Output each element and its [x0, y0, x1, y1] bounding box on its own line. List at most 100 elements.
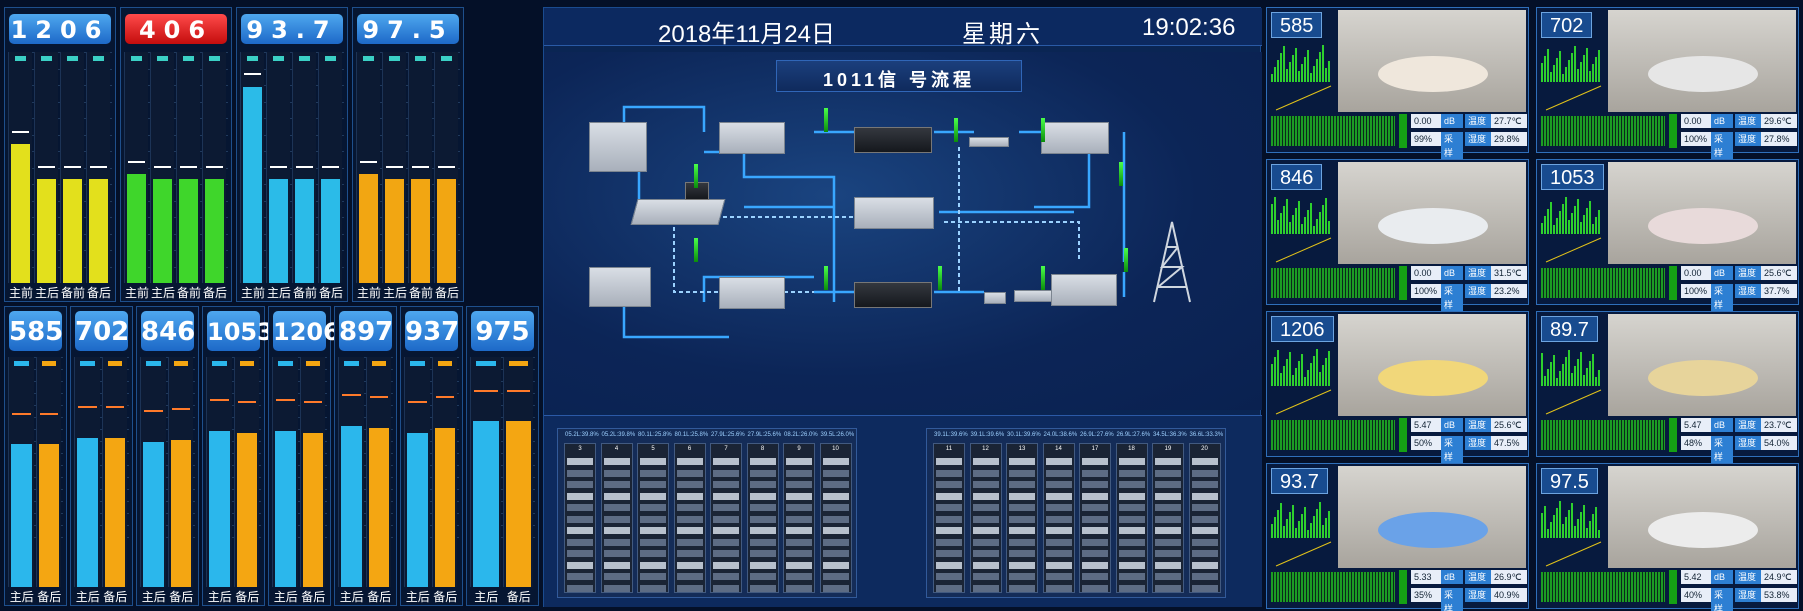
- rack-unit: [972, 515, 999, 523]
- rack-cabinet[interactable]: 36.6L:33.3%20: [1188, 432, 1223, 593]
- rack-cabinet[interactable]: 39.1L:39.6%11: [933, 432, 968, 593]
- channel-label: 备后: [37, 590, 62, 604]
- rack-unit: [749, 515, 776, 523]
- db-value: 0.00: [1681, 114, 1711, 128]
- rack-number: 11: [945, 446, 953, 452]
- humidity-label: 湿度: [1735, 132, 1761, 146]
- rack-unit: [640, 504, 666, 511]
- meter-group-97-5[interactable]: 97.5 主前主后备前备后: [352, 7, 464, 302]
- rack-cabinet[interactable]: 80.1L:25.8%5: [637, 432, 672, 593]
- device-router-b2[interactable]: [719, 277, 785, 309]
- rack-load-text: 80.1L:25.8%: [674, 432, 709, 438]
- rack-unit: [567, 538, 593, 546]
- meter-peak-marker: [369, 396, 388, 399]
- meter-peak-marker: [506, 389, 530, 392]
- rack-cabinet[interactable]: 27.9L:25.6%7: [710, 432, 745, 593]
- meter-channel: [101, 357, 127, 587]
- meter-level-fill: [341, 426, 362, 587]
- device-mixer-console[interactable]: [630, 199, 726, 225]
- rack-cabinet[interactable]: 08.2L:26.0%9: [783, 432, 818, 593]
- device-router-a2[interactable]: [719, 122, 785, 154]
- audio-waveform: [1541, 268, 1665, 298]
- rack-number: 5: [651, 446, 655, 452]
- camera-feed-image[interactable]: [1608, 466, 1796, 568]
- camera-feed-image[interactable]: [1338, 314, 1526, 416]
- db-value: 0.00: [1411, 266, 1441, 280]
- meter-title: 406: [125, 14, 227, 44]
- device-central-rack[interactable]: [854, 197, 934, 229]
- rack-cabinet[interactable]: 39.5L:26.0%10: [819, 432, 854, 593]
- device-rack-b1[interactable]: [589, 267, 651, 307]
- rack-unit: [1082, 573, 1108, 580]
- rack-cabinet[interactable]: 80.1L:25.8%6: [673, 432, 708, 593]
- temperature-label: 温度: [1465, 570, 1491, 584]
- rack-unit: [822, 527, 849, 534]
- rack-cabinet[interactable]: 05.2L:39.8%3: [564, 432, 599, 593]
- rack-cabinet[interactable]: 26.9L:27.6%18: [1115, 432, 1150, 593]
- rack-cabinet[interactable]: 26.9L:27.6%17: [1079, 432, 1114, 593]
- rack-unit: [972, 492, 999, 500]
- rack-unit: [1155, 458, 1181, 465]
- meter-group-406[interactable]: 406 主前主后备前备后: [120, 7, 232, 302]
- channel-status-led: [93, 56, 104, 61]
- device-switch-a[interactable]: [969, 137, 1009, 147]
- db-value: 5.47: [1681, 418, 1711, 432]
- camera-feed-image[interactable]: [1338, 10, 1526, 112]
- device-rack-a1[interactable]: [589, 122, 647, 172]
- meter-group-93-7[interactable]: 93.7 主前主后备前备后: [236, 7, 348, 302]
- device-encoder-a[interactable]: [854, 127, 932, 153]
- rack-cabinet[interactable]: 27.9L:25.6%8: [746, 432, 781, 593]
- camera-feed-image[interactable]: [1338, 466, 1526, 568]
- rack-load-text: 08.2L:26.0%: [784, 432, 818, 438]
- channel-status-led: [299, 56, 310, 61]
- device-encoder-b[interactable]: [854, 282, 932, 308]
- rack-unit: [1082, 538, 1108, 546]
- rack-cabinet[interactable]: 30.1L:39.6%13: [1006, 432, 1041, 593]
- camera-feed-image[interactable]: [1608, 314, 1796, 416]
- rack-unit: [936, 492, 962, 500]
- channel-label: 主前: [356, 286, 381, 300]
- device-distributor-b[interactable]: [1051, 274, 1117, 306]
- meter-peak-marker: [171, 407, 190, 410]
- rack-unit: [567, 492, 593, 500]
- camera-feed-image[interactable]: [1338, 162, 1526, 264]
- camera-feed-image[interactable]: [1608, 10, 1796, 112]
- channel-label: 备前: [292, 286, 317, 300]
- channel-status-led: [15, 56, 26, 61]
- rack-unit: [567, 527, 593, 534]
- rack-unit: [676, 584, 703, 592]
- camera-feed-image[interactable]: [1608, 162, 1796, 264]
- meter-level-fill: [385, 179, 404, 283]
- meter-level-fill: [275, 430, 296, 587]
- meter-group-1206[interactable]: 1206 主前主后备前备后: [4, 7, 116, 302]
- rack-cabinet[interactable]: 24.0L:38.6%14: [1042, 432, 1077, 593]
- rack-unit: [1191, 469, 1218, 477]
- meter-level-fill: [127, 174, 146, 283]
- channel-label: 主前: [124, 286, 149, 300]
- channel-label: 主后: [34, 286, 59, 300]
- device-switch-b[interactable]: [984, 292, 1006, 304]
- rack-cabinet[interactable]: 39.1L:39.6%12: [969, 432, 1004, 593]
- device-distributor-a[interactable]: [1041, 122, 1109, 154]
- rack-cabinet[interactable]: 05.2L:39.8%4: [600, 432, 635, 593]
- spectrum-icon: [1541, 501, 1602, 567]
- rack-cabinet[interactable]: 34.5L:36.3%19: [1152, 432, 1187, 593]
- rack-unit: [603, 561, 630, 569]
- rack-unit: [567, 515, 593, 523]
